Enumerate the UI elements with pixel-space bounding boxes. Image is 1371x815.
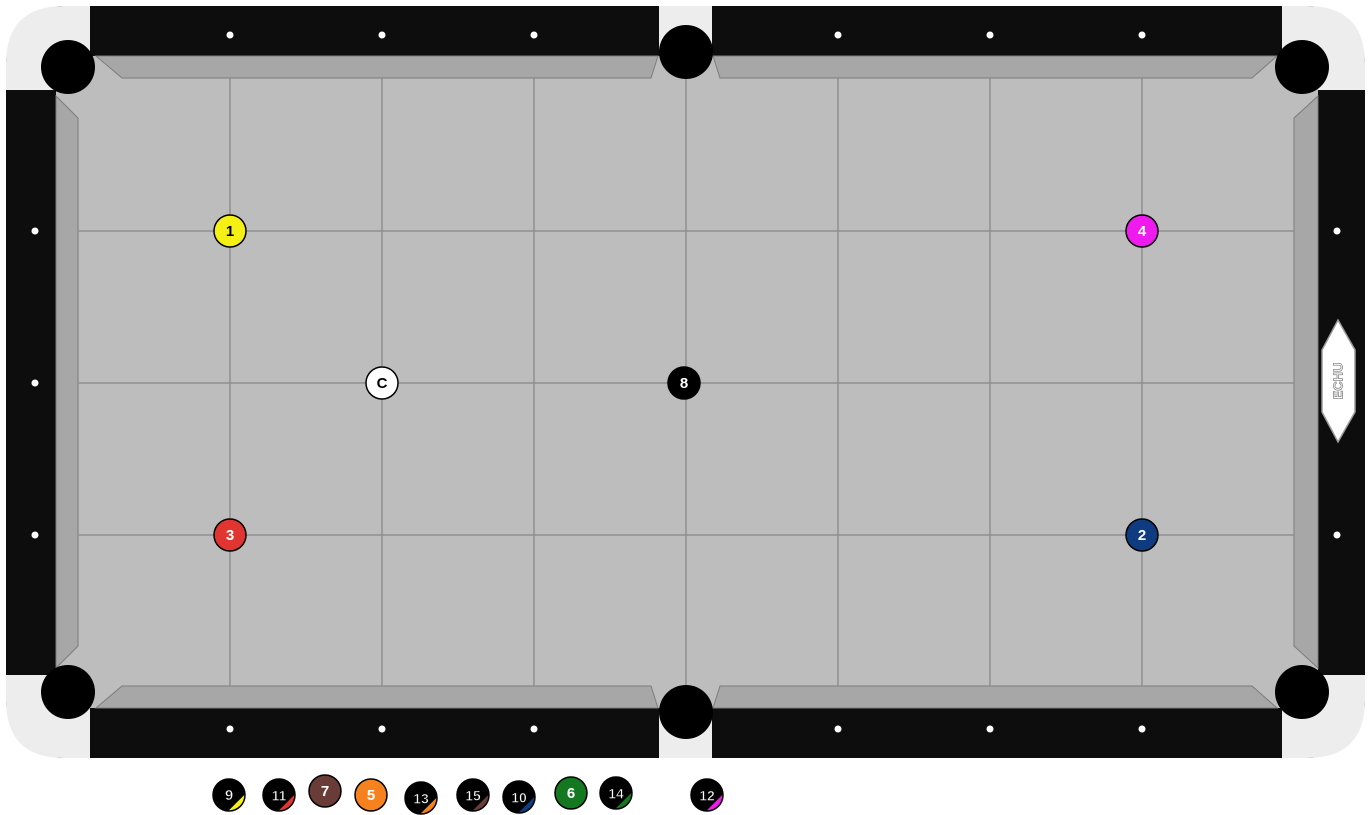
diamond-marker — [379, 32, 386, 39]
ball-2[interactable]: 2 — [1126, 519, 1158, 551]
ball-label: 2 — [1138, 527, 1146, 544]
pocketed-balls-tray: 9 11 7 5 13 15 10 6 14 12 — [213, 775, 728, 815]
ball-label: 5 — [367, 787, 375, 804]
ball-12[interactable]: 12 — [691, 779, 728, 815]
ball-5[interactable]: 5 — [355, 779, 387, 811]
ball-8[interactable]: 8 — [668, 367, 700, 399]
diamond-marker — [835, 726, 842, 733]
diamond-marker — [32, 228, 39, 235]
ball-label: 3 — [226, 527, 234, 544]
cushion-right — [1294, 96, 1318, 668]
ball-label: 14 — [608, 786, 624, 802]
ball-label: 9 — [225, 787, 233, 804]
pocket-top-left — [41, 40, 95, 94]
ball-label: 4 — [1138, 223, 1147, 240]
ball-label: C — [377, 375, 388, 392]
ball-label: 10 — [511, 790, 527, 806]
cushion-top-left — [96, 56, 658, 78]
ball-10[interactable]: 10 — [503, 781, 540, 815]
pocket-bottom-middle — [659, 685, 713, 739]
diamond-marker — [32, 380, 39, 387]
ball-label: 8 — [680, 375, 688, 392]
cushion-bottom-left — [96, 686, 658, 708]
cushion-left — [56, 96, 78, 668]
diamond-marker — [379, 726, 386, 733]
diamond-marker — [531, 726, 538, 733]
diamond-marker — [987, 726, 994, 733]
ball-label: 13 — [413, 791, 429, 807]
ball-C[interactable]: C — [366, 367, 398, 399]
diamond-marker — [987, 32, 994, 39]
diamond-marker — [1139, 32, 1146, 39]
pocket-bottom-left — [41, 665, 95, 719]
ball-label: 1 — [226, 223, 234, 240]
ball-label: 6 — [567, 785, 575, 802]
ball-label: 15 — [465, 788, 481, 804]
diamond-marker — [32, 532, 39, 539]
diamond-marker — [835, 32, 842, 39]
rail-logo-text: ECHU — [1331, 363, 1346, 400]
ball-1[interactable]: 1 — [214, 215, 246, 247]
ball-label: 11 — [272, 788, 287, 804]
cushion-top-right — [713, 56, 1277, 78]
diamond-marker — [227, 726, 234, 733]
diamond-marker — [1334, 228, 1341, 235]
ball-11[interactable]: 11 — [263, 779, 300, 815]
ball-6[interactable]: 6 — [555, 777, 587, 809]
ball-4[interactable]: 4 — [1126, 215, 1158, 247]
diamond-marker — [1139, 726, 1146, 733]
ball-3[interactable]: 3 — [214, 519, 246, 551]
ball-label: 7 — [321, 783, 329, 800]
ball-15[interactable]: 15 — [457, 779, 494, 815]
ball-label: 12 — [699, 788, 715, 804]
pocket-top-middle — [659, 25, 713, 79]
diamond-marker — [531, 32, 538, 39]
pocket-top-right — [1275, 40, 1329, 94]
ball-7[interactable]: 7 — [309, 775, 341, 807]
diamond-marker — [227, 32, 234, 39]
cushion-bottom-right — [713, 686, 1277, 708]
pocket-bottom-right — [1275, 665, 1329, 719]
ball-13[interactable]: 13 — [405, 782, 442, 815]
diamond-marker — [1334, 532, 1341, 539]
ball-9[interactable]: 9 — [213, 779, 250, 815]
ball-14[interactable]: 14 — [600, 777, 637, 814]
